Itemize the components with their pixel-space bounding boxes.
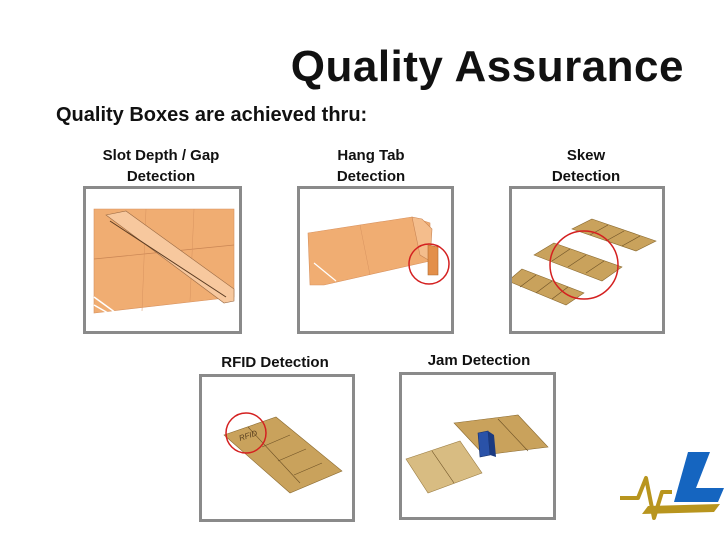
rfid-illustration: RFID: [223, 412, 343, 494]
caption-line: Detection: [336, 168, 406, 185]
caption-line: Detection: [126, 168, 196, 185]
company-logo: [618, 448, 724, 530]
caption-line: Skew: [566, 147, 606, 164]
highlight-circle: [225, 412, 267, 454]
caption-rfid: RFID Detection: [221, 354, 329, 371]
panel-slot-depth: [83, 186, 242, 334]
panel-jam: [399, 372, 556, 520]
panel-hang-tab: [297, 186, 454, 334]
caption-line: Detection: [551, 168, 621, 185]
caption-slot-depth: Slot Depth / Gap Detection: [82, 145, 240, 187]
skew-illustration: [512, 218, 657, 306]
caption-hang-tab: Hang Tab Detection: [310, 145, 432, 187]
slot-depth-illustration: [93, 208, 235, 314]
caption-skew: Skew Detection: [528, 145, 644, 187]
highlight-circle: [408, 243, 450, 285]
caption-line: Hang Tab: [337, 147, 405, 164]
page-title: Quality Assurance: [290, 42, 684, 91]
jam-illustration: [405, 414, 549, 494]
highlight-circle: [549, 230, 619, 300]
panel-rfid: RFID: [199, 374, 355, 522]
caption-jam: Jam Detection: [427, 352, 531, 369]
logo-mark: [620, 452, 724, 520]
page-subtitle: Quality Boxes are achieved thru:: [56, 104, 368, 126]
hang-tab-illustration: [307, 216, 450, 286]
caption-line: Slot Depth / Gap: [102, 147, 220, 164]
panel-skew: [509, 186, 665, 334]
